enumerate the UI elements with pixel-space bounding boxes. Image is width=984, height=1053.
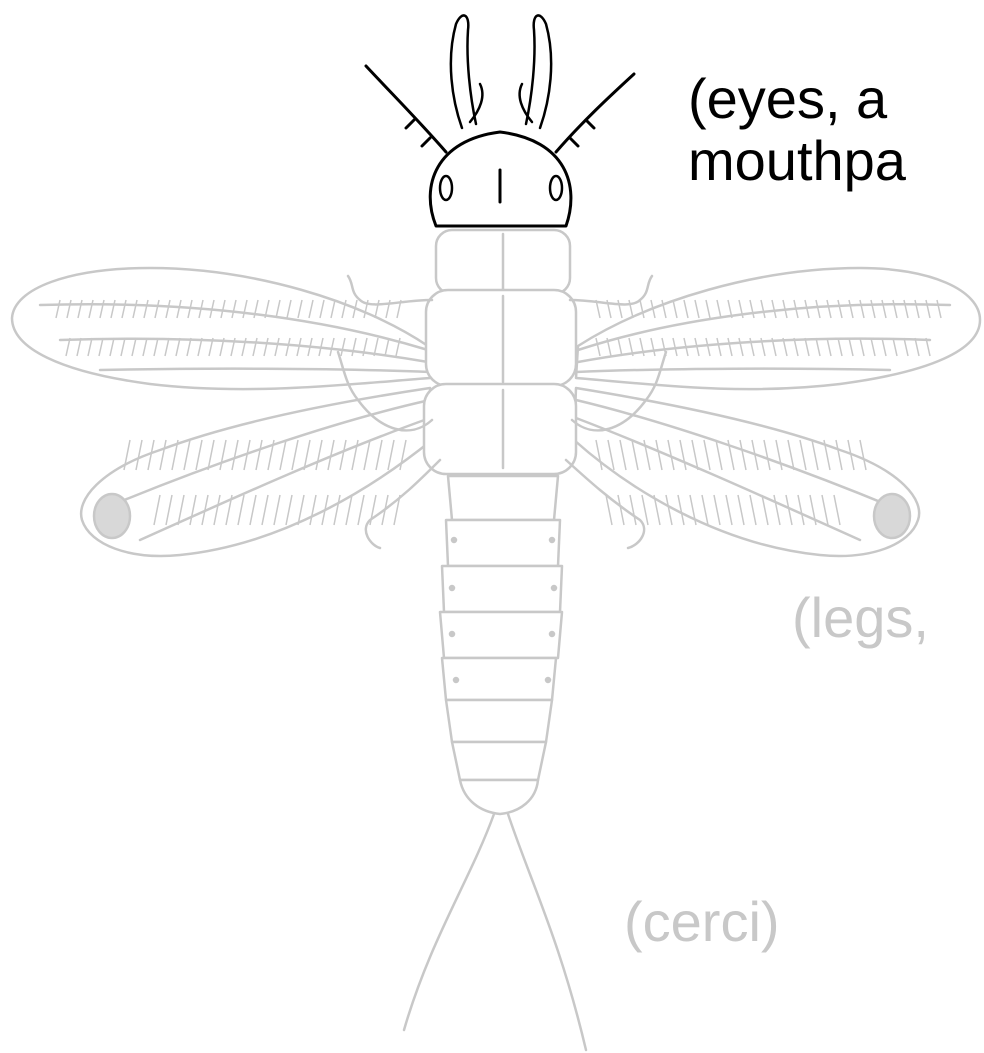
head xyxy=(366,15,634,226)
cerci xyxy=(404,814,586,1050)
abdomen xyxy=(440,476,562,814)
thorax-label: (legs, xyxy=(792,586,929,650)
head-label: (eyes, a mouthpa xyxy=(688,68,906,192)
abdomen-label: (cerci) xyxy=(624,890,780,954)
mouthparts xyxy=(451,15,551,128)
right-hindwing xyxy=(574,388,919,556)
left-hindwing xyxy=(81,388,432,556)
head-label-line-2: mouthpa xyxy=(688,130,906,192)
right-forewing xyxy=(576,268,980,389)
thorax xyxy=(424,230,576,474)
left-forewing xyxy=(12,268,430,389)
head-label-line-1: (eyes, a xyxy=(688,68,906,130)
